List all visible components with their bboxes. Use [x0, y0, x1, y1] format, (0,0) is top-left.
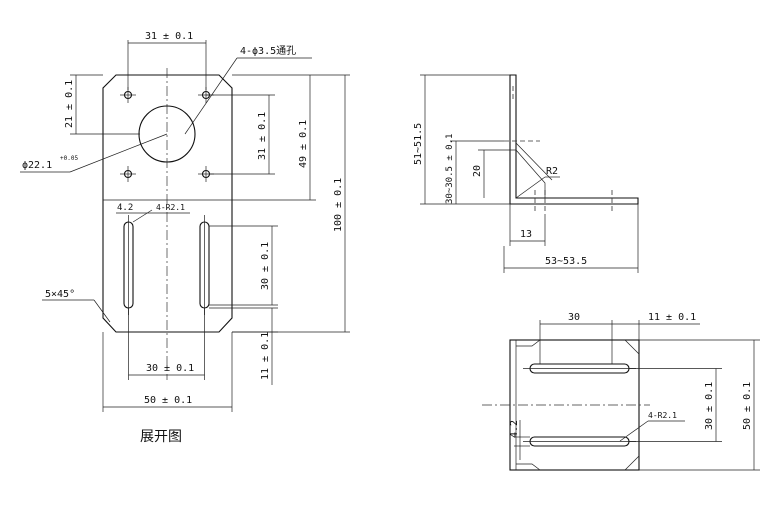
dim-bottom-11: 11 ± 0.1 — [260, 332, 271, 380]
top-view: 30 11 ± 0.1 4-R2.1 30 ± 0.1 50 ± 0.1 4.2 — [482, 312, 760, 471]
dim-vert-31: 31 ± 0.1 — [257, 112, 268, 160]
dim-side-13: 13 — [520, 229, 532, 240]
adjustment-slots — [123, 215, 210, 315]
dim-bore-tol: +0.05 — [60, 155, 78, 162]
dim-bore: ϕ22.1 — [22, 160, 52, 171]
dim-width-50: 50 ± 0.1 — [144, 395, 192, 406]
side-view: 51~51.5 30~30.5 ± 0.1 20 R2 13 53~53.5 — [413, 74, 639, 273]
dim-side-r2: R2 — [546, 166, 558, 177]
bracket-profile — [509, 74, 639, 205]
dim-vert-100: 100 ± 0.1 — [333, 178, 344, 232]
dim-top-width: 50 ± 0.1 — [742, 382, 753, 430]
dim-side-hole-height: 30~30.5 ± 0.1 — [445, 134, 455, 204]
dim-slot-spacing: 30 ± 0.1 — [146, 363, 194, 374]
dim-top-slot-radius: 4-R2.1 — [648, 411, 677, 420]
dim-top-hole-spacing: 31 ± 0.1 — [145, 31, 193, 42]
flat-outline — [102, 74, 233, 333]
dim-hole-note: 4-ϕ3.5通孔 — [240, 45, 296, 57]
flat-view-caption: 展开图 — [140, 429, 182, 445]
dim-slot-radius: 4-R2.1 — [156, 203, 185, 212]
dim-chamfer: 5×45° — [45, 289, 75, 300]
dim-left-21: 21 ± 0.1 — [64, 80, 75, 128]
dim-slot-width: 4.2 — [117, 203, 133, 213]
dim-top-11: 11 ± 0.1 — [648, 312, 696, 323]
flat-pattern-view: 31 ± 0.1 4-ϕ3.5通孔 21 ± 0.1 31 ± 0.1 49 ±… — [20, 31, 350, 445]
dim-side-length: 53~53.5 — [545, 256, 587, 267]
dim-top-slot-spacing: 30 ± 0.1 — [704, 382, 715, 430]
dim-slot-length: 30 ± 0.1 — [260, 242, 271, 290]
dim-top-30: 30 — [568, 312, 580, 323]
dim-vert-49: 49 ± 0.1 — [298, 120, 309, 168]
dim-side-20: 20 — [472, 165, 483, 177]
dim-top-slot-width: 4.2 — [509, 420, 520, 438]
dim-side-height: 51~51.5 — [413, 123, 424, 165]
